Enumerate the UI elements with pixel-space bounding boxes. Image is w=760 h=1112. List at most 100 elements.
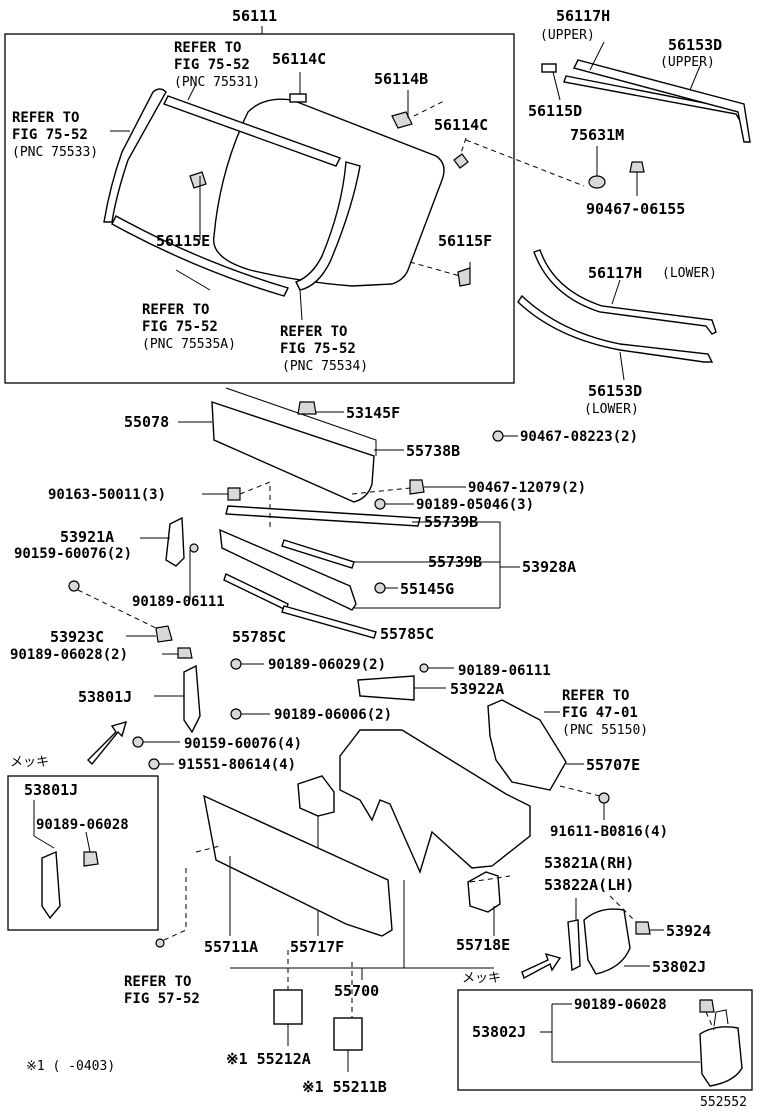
clip-55145g xyxy=(374,582,386,594)
label-55785c-a: 55785C xyxy=(232,628,286,646)
cowl-support-main xyxy=(339,729,531,875)
grille-assembly xyxy=(219,528,357,611)
label-90467-08223: 90467-08223(2) xyxy=(520,429,638,445)
label-box2-53802j: 53802J xyxy=(472,1023,526,1041)
nut-75631m xyxy=(588,175,606,189)
label-mekki-1: メッキ xyxy=(10,755,49,770)
arrow-to-box-2 xyxy=(521,952,562,980)
label-91551-80614: 91551-80614(4) xyxy=(178,757,296,773)
label-56117h-upper: 56117H xyxy=(556,7,610,25)
label-refer-to-2: REFER TO xyxy=(12,110,79,126)
label-55212a: ※1 55212A xyxy=(226,1050,311,1068)
label-fig-75-52-2: FIG 75-52 xyxy=(12,127,88,143)
label-90189-06029: 90189-06029(2) xyxy=(268,657,386,673)
arrow-to-box-1 xyxy=(87,720,128,766)
label-91611-b0816: 91611-B0816(4) xyxy=(550,824,668,840)
label-53923c: 53923C xyxy=(50,628,104,646)
label-pnc-75535a: (PNC 75535A) xyxy=(142,337,236,352)
clip-53924 xyxy=(635,921,651,935)
clip-56115f xyxy=(457,267,471,287)
label-pnc-75533: (PNC 75533) xyxy=(12,145,98,160)
label-55739b-a: 55739B xyxy=(424,513,478,531)
label-90189-06111-a: 90189-06111 xyxy=(132,594,225,610)
label-refer-to-4: REFER TO xyxy=(280,324,347,340)
hood-lock-53801j xyxy=(183,664,201,734)
screw-90467-08223 xyxy=(492,430,518,442)
label-fig-47-01: FIG 47-01 xyxy=(562,705,638,721)
windshield-moulding-right xyxy=(295,161,361,291)
moulding-55785c-right xyxy=(281,605,377,639)
label-fig-75-52-1: FIG 75-52 xyxy=(174,57,250,73)
support-55717f xyxy=(297,775,335,817)
label-56117h-lower: 56117H xyxy=(588,264,642,282)
bracket-53921a xyxy=(165,516,185,567)
label-box1-90189-06028: 90189-06028 xyxy=(36,817,129,833)
weatherstrip-56153d-upper xyxy=(572,59,751,143)
windshield-moulding-lower xyxy=(111,215,289,297)
clip-90163-50011 xyxy=(227,487,241,501)
moulding-55739b-upper xyxy=(225,505,421,527)
label-56153d-upper: 56153D xyxy=(668,36,722,54)
label-upper-2: (UPPER) xyxy=(660,55,715,70)
label-90159-60076-4: 90159-60076(4) xyxy=(184,736,302,752)
label-55785c-b: 55785C xyxy=(380,625,434,643)
label-56114c-b: 56114C xyxy=(434,116,488,134)
label-90467-06155: 90467-06155 xyxy=(586,200,685,218)
label-55711a: 55711A xyxy=(204,938,258,956)
label-refer-to-5: REFER TO xyxy=(562,688,629,704)
label-56115f: 56115F xyxy=(438,232,492,250)
label-55717f: 55717F xyxy=(290,938,344,956)
windshield-group-box xyxy=(4,26,515,384)
label-55145g: 55145G xyxy=(400,580,454,598)
label-56114b: 56114B xyxy=(374,70,428,88)
label-56111: 56111 xyxy=(232,7,277,25)
label-upper-1: (UPPER) xyxy=(540,28,595,43)
clip-fig-57-52 xyxy=(155,938,165,948)
clip-56114c-right xyxy=(453,153,469,169)
label-56115e: 56115E xyxy=(156,232,210,250)
clip-56114b xyxy=(391,111,413,129)
label-footnote: ※1 ( -0403) xyxy=(26,1059,115,1074)
plating-box-53801j xyxy=(7,775,159,931)
label-55700: 55700 xyxy=(334,982,379,1000)
weatherstrip-56153d-lower xyxy=(517,294,714,363)
label-55738b: 55738B xyxy=(406,442,460,460)
cowl-panel-55078 xyxy=(211,387,377,503)
label-55212a xyxy=(273,989,303,1025)
label-53802j: 53802J xyxy=(652,958,706,976)
label-lower-2: (LOWER) xyxy=(584,402,639,417)
screw-90189-06111-b xyxy=(419,663,429,673)
label-90467-12079: 90467-12079(2) xyxy=(468,480,586,496)
clip-53145f xyxy=(297,401,317,415)
label-lower-1: (LOWER) xyxy=(662,266,717,281)
windshield-glass xyxy=(212,98,445,287)
label-53822a: 53822A(LH) xyxy=(544,876,634,894)
label-75631m: 75631M xyxy=(570,126,624,144)
bracket-53923c xyxy=(155,625,173,643)
moulding-55785c-left xyxy=(223,573,289,611)
screw-90159-60076-4 xyxy=(132,736,144,748)
label-refer-to-6: REFER TO xyxy=(124,974,191,990)
screw-90189-06111-a xyxy=(189,543,199,553)
label-refer-to-3: REFER TO xyxy=(142,302,209,318)
label-55718e: 55718E xyxy=(456,936,510,954)
label-55707e: 55707E xyxy=(586,756,640,774)
weatherstrip-56117h-lower xyxy=(533,249,717,335)
label-90163-50011: 90163-50011(3) xyxy=(48,487,166,503)
label-53928a: 53928A xyxy=(522,558,576,576)
label-mekki-2: メッキ xyxy=(462,971,501,986)
bracket-55707e xyxy=(487,699,567,791)
screw-90189-05046 xyxy=(374,498,386,510)
lower-panel-55711a xyxy=(203,794,393,937)
label-53922a: 53922A xyxy=(450,680,504,698)
label-53924: 53924 xyxy=(666,922,711,940)
label-figure-number: 552552 xyxy=(700,1095,747,1110)
screw-90159-60076-2 xyxy=(68,580,80,592)
screw-90189-06006 xyxy=(230,708,242,720)
label-box1-53801j: 53801J xyxy=(24,781,78,799)
bolt-91611-b0816 xyxy=(598,792,610,820)
label-53821a: 53821A(RH) xyxy=(544,854,634,872)
screw-90189-06029 xyxy=(230,658,242,670)
screw-91551-80614 xyxy=(148,758,160,770)
